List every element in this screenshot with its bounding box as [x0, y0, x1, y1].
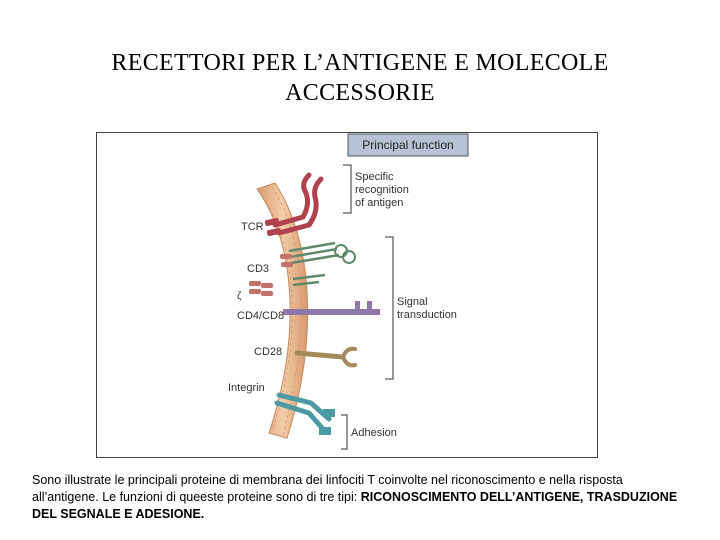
title-line-2: ACCESSORIE [285, 80, 435, 106]
tcr-molecule [264, 172, 324, 237]
adhesion-bracket [341, 414, 348, 450]
zeta-label: ζ [237, 291, 242, 302]
caption-bold: RICONOSCIMENTO DELL’ANTIGENE, TRASDUZION… [32, 490, 678, 521]
recognition-bracket [343, 164, 352, 214]
signal-label-1: Signal [397, 296, 428, 308]
integrin-molecule [274, 392, 335, 435]
adhesion-label: Adhesion [351, 427, 397, 439]
cd28-molecule [294, 346, 357, 368]
cd4-cd8-label: CD4/CD8 [237, 310, 284, 322]
signal-label-2: transduction [397, 309, 457, 321]
diagram-svg: Principal function [228, 133, 469, 450]
recognition-label-3: of antigen [355, 197, 403, 209]
cd3-label: CD3 [247, 263, 269, 275]
recognition-label-1: Specific [355, 171, 394, 183]
tcr-label: TCR [241, 221, 264, 233]
slide-caption: Sono illustrate le principali proteine d… [32, 472, 692, 523]
principal-function-header: Principal function [347, 133, 469, 157]
t-cell-membrane-diagram: Principal function [96, 132, 598, 458]
cd3-molecule [280, 241, 356, 267]
cd4-cd8-molecule [283, 301, 380, 315]
integrin-label: Integrin [228, 382, 265, 394]
caption-text: Sono illustrate le principali proteine d… [32, 473, 623, 504]
cd28-label: CD28 [254, 346, 282, 358]
title-line-1: RECETTORI PER L’ANTIGENE E MOLECOLE [111, 50, 609, 76]
principal-function-label: Principal function [362, 138, 453, 152]
recognition-label-2: recognition [355, 184, 409, 196]
slide-title: RECETTORI PER L’ANTIGENE E MOLECOLE ACCE… [40, 48, 680, 108]
signal-bracket [385, 236, 394, 380]
zeta-chain-molecule [249, 273, 326, 296]
